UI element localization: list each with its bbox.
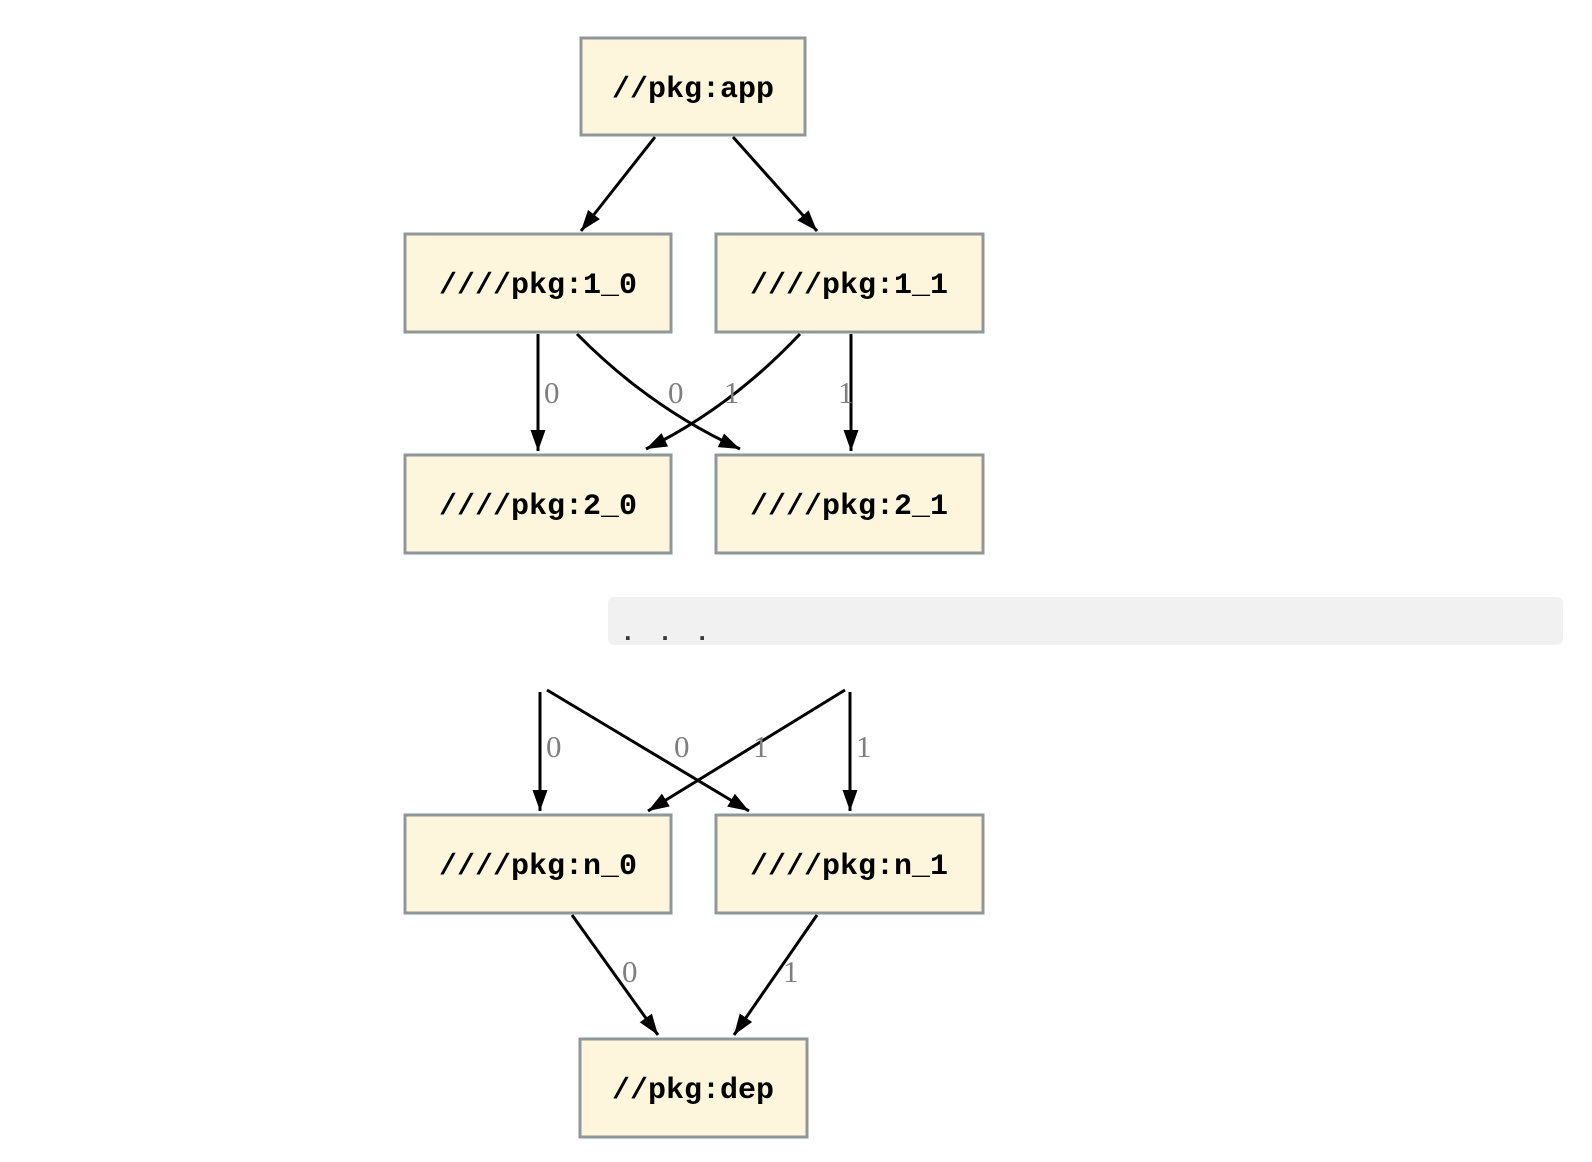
node-dep-label: //pkg:dep [612,1074,774,1108]
node-1-0-box [403,232,673,334]
node-n-0-box [403,813,673,915]
graph-upper: 0 0 1 1 //pkg:app ////pkg:1_0 ////pkg:1_… [403,36,985,555]
node-app-box [579,36,807,137]
graph-lower: 0 0 1 1 0 1 ////pkg:n_0 ////pkg:n_1 //pk… [403,688,985,1139]
node-n-1-label: ////pkg:n_1 [750,850,948,884]
edge-label-n-1-to-dep: 1 [783,954,799,989]
node-dep: //pkg:dep [578,1037,809,1139]
ellipsis-separator: . . . [608,597,1563,648]
edge-label-1-1-to-2-1: 1 [838,375,854,410]
edge-n-0-to-dep [570,914,660,1036]
edge-label-above-left-to-n-1: 1 [753,729,769,764]
node-2-1-label: ////pkg:2_1 [750,490,948,524]
ellipsis-separator-background [608,597,1563,645]
edge-above-left-to-n-1 [546,688,750,813]
edge-label-1-1-to-2-0: 0 [668,375,684,410]
node-n-1: ////pkg:n_1 [714,813,985,915]
edge-app-to-1-0 [579,136,657,232]
edge-n-1-to-dep [732,914,819,1036]
edge-label-n-0-to-dep: 0 [622,954,638,989]
edge-label-above-right-to-n-0: 0 [674,729,690,764]
node-2-0-box [403,453,673,555]
node-dep-box [578,1037,809,1139]
node-app: //pkg:app [579,36,807,137]
node-n-1-box [714,813,985,915]
edge-label-1-0-to-2-0: 0 [544,375,560,410]
node-1-0-label: ////pkg:1_0 [439,269,637,303]
node-n-0-label: ////pkg:n_0 [439,850,637,884]
node-1-1-box [714,232,985,334]
edge-1-0-to-2-1 [575,332,741,451]
edge-1-1-to-2-0 [645,332,802,451]
node-2-0-label: ////pkg:2_0 [439,490,637,524]
node-2-1: ////pkg:2_1 [714,453,985,555]
ellipsis-text: . . . [620,618,713,648]
edge-label-above-right-to-n-1: 1 [856,729,872,764]
edge-app-to-1-1 [731,136,819,232]
node-1-1-label: ////pkg:1_1 [750,269,948,303]
node-2-1-box [714,453,985,555]
node-n-0: ////pkg:n_0 [403,813,673,915]
node-1-0: ////pkg:1_0 [403,232,673,334]
edge-label-1-0-to-2-1: 1 [724,375,740,410]
node-app-label: //pkg:app [612,73,774,107]
edge-above-right-to-n-0 [647,688,846,813]
edge-label-above-left-to-n-0: 0 [546,729,562,764]
node-1-1: ////pkg:1_1 [714,232,985,334]
node-2-0: ////pkg:2_0 [403,453,673,555]
